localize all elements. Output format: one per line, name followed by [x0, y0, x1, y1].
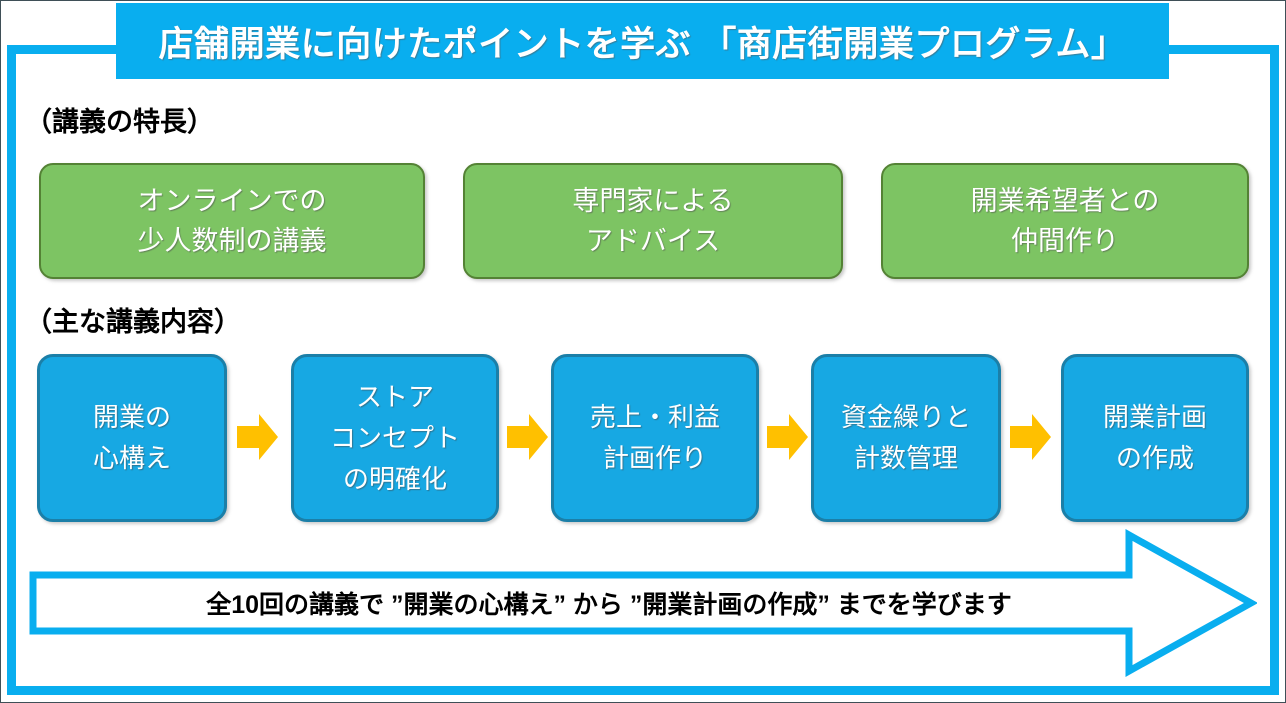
title-banner: 店舗開業に向けたポイントを学ぶ 「商店街開業プログラム」 [116, 3, 1169, 79]
process-step-line: 資金繰りと [840, 402, 971, 432]
section-label-contents: （主な講義内容） [25, 307, 241, 337]
process-step-cashflow-metrics[interactable]: 資金繰りと 計数管理 [811, 354, 1001, 522]
process-step-line: 開業の [92, 402, 171, 432]
process-step-line: の作成 [1115, 443, 1194, 473]
process-step-store-concept[interactable]: ストア コンセプト の明確化 [291, 354, 499, 522]
process-step-sales-profit-plan[interactable]: 売上・利益 計画作り [551, 354, 759, 522]
right-arrow-icon [767, 413, 809, 461]
process-step-line: コンセプト [329, 422, 460, 453]
feature-box-expert-advice[interactable]: 専門家による アドバイス [463, 163, 843, 279]
process-step-line: の明確化 [342, 463, 447, 494]
feature-line: 専門家による [572, 186, 734, 216]
feature-box-row: オンラインでの 少人数制の講義 専門家による アドバイス 開業希望者との 仲間作… [39, 163, 1249, 279]
right-arrow-icon [237, 413, 279, 461]
feature-box-peer-network[interactable]: 開業希望者との 仲間作り [881, 163, 1249, 279]
feature-line: 仲間作り [1011, 226, 1119, 256]
page-title: 店舗開業に向けたポイントを学ぶ 「商店街開業プログラム」 [158, 24, 1127, 64]
feature-box-online-small-class[interactable]: オンラインでの 少人数制の講義 [39, 163, 425, 279]
feature-line: オンラインでの [137, 186, 327, 216]
process-step-line: ストア [355, 381, 434, 412]
right-arrow-icon [507, 413, 549, 461]
right-arrow-icon [1010, 413, 1052, 461]
process-step-line: 計数管理 [853, 443, 958, 473]
feature-line: 少人数制の講義 [137, 226, 327, 256]
process-step-row: 開業の 心構え ストア コンセプト の明確化 売上・利益 計画作り [37, 354, 1249, 522]
process-step-line: 計画作り [602, 443, 707, 473]
feature-line: アドバイス [585, 226, 721, 256]
process-step-business-plan[interactable]: 開業計画 の作成 [1061, 354, 1249, 522]
section-label-features: （講義の特長） [25, 107, 214, 137]
process-step-line: 心構え [92, 443, 171, 473]
process-step-line: 開業計画 [1102, 402, 1207, 432]
feature-line: 開業希望者との [970, 186, 1160, 216]
process-step-line: 売上・利益 [589, 402, 720, 432]
process-step-mindset[interactable]: 開業の 心構え [37, 354, 227, 522]
summary-arrow-banner [29, 529, 1259, 677]
